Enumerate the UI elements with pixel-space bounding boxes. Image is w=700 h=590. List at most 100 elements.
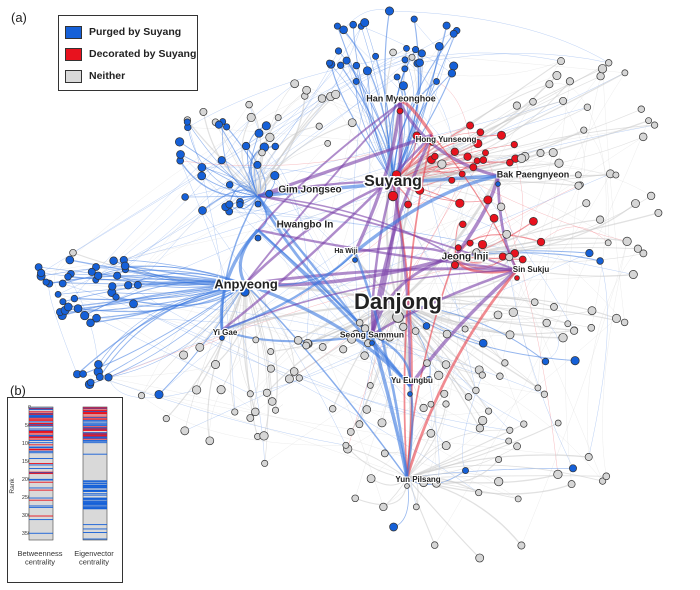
edge <box>228 185 259 205</box>
edge <box>115 296 510 431</box>
node-purged <box>95 373 104 381</box>
node-purged <box>352 77 360 85</box>
edge <box>352 24 394 183</box>
node-neither <box>493 310 503 320</box>
edge <box>125 265 246 285</box>
node-neither <box>472 386 480 395</box>
node-neither <box>646 191 656 201</box>
hub-edge <box>221 251 356 332</box>
rank-mark <box>83 422 107 424</box>
edge <box>393 52 625 74</box>
node-neither <box>554 419 562 427</box>
hub-node <box>450 260 459 269</box>
rank-mark <box>83 501 107 503</box>
rank-mark <box>29 458 53 459</box>
rank-mark <box>29 481 53 483</box>
node-neither <box>295 374 303 382</box>
hub-node <box>404 483 410 489</box>
edge <box>354 60 562 499</box>
node-purged <box>176 150 185 159</box>
rank-mark <box>83 506 107 508</box>
node-purged <box>462 467 469 475</box>
node-neither <box>289 367 299 376</box>
hub-node <box>387 190 399 202</box>
node-decorated <box>404 200 412 209</box>
node-neither <box>584 453 593 461</box>
rank-mark <box>29 423 53 425</box>
network-nodes <box>34 6 663 563</box>
edge <box>355 81 394 183</box>
rank-mark <box>83 497 107 499</box>
node-purged <box>385 6 395 16</box>
rank-mark <box>83 436 107 438</box>
rank-mark <box>29 424 53 426</box>
rank-mark <box>83 499 107 500</box>
edge <box>180 154 259 197</box>
edge <box>83 373 519 500</box>
rank-mark <box>83 426 107 428</box>
rank-mark <box>29 419 53 421</box>
edge <box>257 96 306 197</box>
edge <box>392 124 655 183</box>
node-decorated <box>477 239 488 250</box>
rank-mark <box>29 417 53 419</box>
rank-mark <box>29 499 53 501</box>
rank-mark <box>83 409 107 411</box>
rank-tick-label: 250 <box>22 495 31 501</box>
edge <box>124 76 398 267</box>
rank-mark <box>83 491 107 493</box>
node-purged <box>449 61 459 71</box>
node-neither <box>472 248 481 257</box>
edge <box>229 283 246 413</box>
edge <box>343 29 525 425</box>
edge <box>397 302 564 339</box>
rank-mark <box>83 407 107 408</box>
rank-mark <box>29 489 53 491</box>
rank-mark <box>83 433 107 435</box>
node-neither <box>559 96 568 105</box>
rank-mark <box>29 437 53 439</box>
node-neither <box>495 456 503 463</box>
node-neither <box>583 103 592 111</box>
hub-label: Gim Jongseo <box>278 185 341 196</box>
rank-mark <box>29 422 53 424</box>
node-neither <box>475 424 485 433</box>
node-neither <box>442 400 450 408</box>
node-neither <box>514 495 522 503</box>
hub-edge <box>370 334 409 479</box>
rank-mark <box>83 440 107 441</box>
rank-mark <box>29 408 53 410</box>
edge <box>128 90 307 286</box>
node-decorated <box>506 158 514 167</box>
rank-mark <box>83 408 107 410</box>
node-purged <box>362 66 372 76</box>
hub-label: Hong Yunseong <box>416 135 477 144</box>
node-neither <box>552 71 562 80</box>
hub-edge <box>353 251 409 479</box>
node-neither <box>331 89 341 99</box>
edge <box>202 189 259 212</box>
hub-label: Ha Wiji <box>334 248 357 255</box>
node-purged <box>334 47 343 55</box>
edge <box>239 22 365 203</box>
rank-mark <box>29 432 53 434</box>
node-neither <box>440 389 449 398</box>
rank-mark <box>83 435 107 436</box>
hub-label: Yu Eungbu <box>391 376 433 385</box>
node-neither <box>408 53 416 61</box>
edge <box>406 477 481 559</box>
edge <box>128 285 509 442</box>
rank-mark <box>83 440 107 442</box>
hub-edge <box>397 175 500 304</box>
rank-mark <box>29 450 53 452</box>
hub-node <box>407 391 413 397</box>
node-decorated <box>451 253 461 262</box>
rank-mark <box>83 415 107 417</box>
node-decorated <box>391 170 402 180</box>
node-purged <box>401 65 409 73</box>
node-purged <box>183 118 191 126</box>
rank-mark <box>83 419 107 421</box>
rank-mark <box>83 501 107 503</box>
